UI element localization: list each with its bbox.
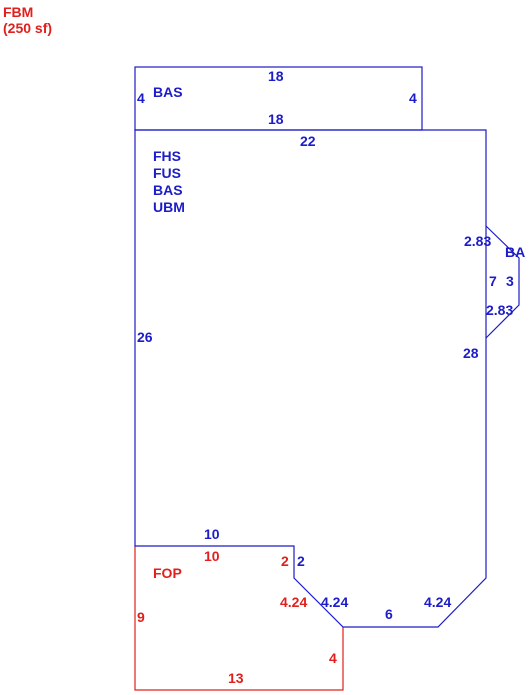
dim-porch-bottom: 13 [228,670,244,686]
bay-outline [485,225,520,339]
header-area: (250 sf) [3,20,52,36]
main-code-2: FUS [153,165,181,181]
dim-main-bottom-left: 10 [204,526,220,542]
main-outline [134,129,487,628]
porch-code: FOP [153,565,182,581]
dim-main-diag-right: 4.24 [424,594,451,610]
main-code-4: UBM [153,199,185,215]
dim-top-box-right: 4 [409,90,417,106]
dim-main-right: 28 [463,345,479,361]
dim-bay-diag-bottom: 2.83 [486,302,513,318]
dim-main-diag-left: 4.24 [321,594,348,610]
dim-main-bottom: 6 [385,606,393,622]
dim-main-top: 22 [300,133,316,149]
header-code: FBM [3,4,33,20]
dim-top-box-left: 4 [137,90,145,106]
bay-code: BA [505,244,525,260]
dim-porch-diag: 4.24 [280,594,307,610]
dim-top-box-top: 18 [268,68,284,84]
top-box-code: BAS [153,84,183,100]
dim-porch-top: 10 [204,548,220,564]
dim-bay-diag-top: 2.83 [464,233,491,249]
dim-bay-depth: 7 [489,273,497,289]
dim-top-box-bottom: 18 [268,111,284,127]
dim-porch-notch: 2 [281,553,289,569]
dim-main-notch: 2 [297,553,305,569]
main-code-3: BAS [153,182,183,198]
dim-bay-width: 3 [506,273,514,289]
porch-outline [134,546,344,691]
dim-porch-right: 4 [329,650,337,666]
dim-main-left: 26 [137,329,153,345]
main-code-1: FHS [153,148,181,164]
dim-porch-left: 9 [137,609,145,625]
